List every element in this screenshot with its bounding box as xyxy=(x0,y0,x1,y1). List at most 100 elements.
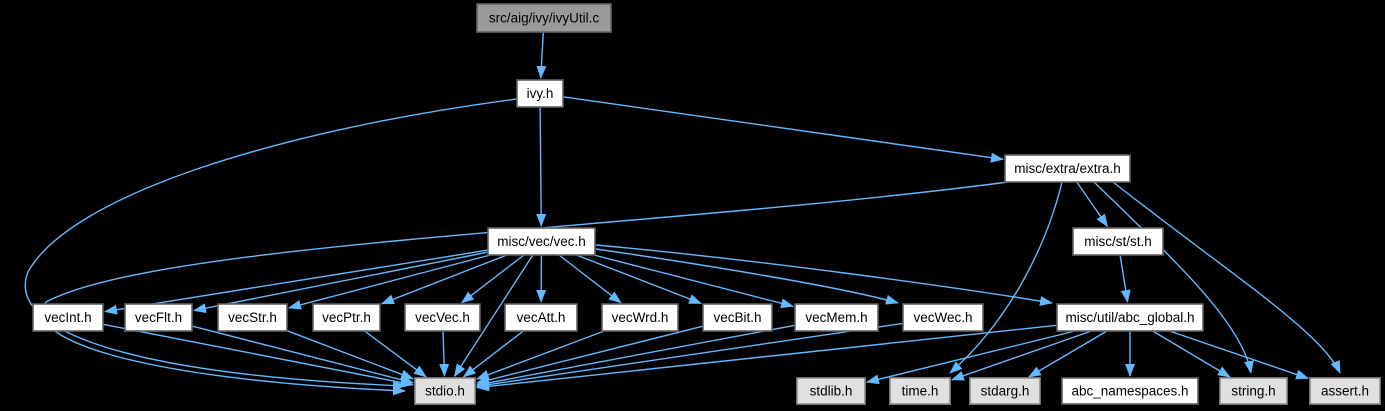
node-string[interactable]: string.h xyxy=(1219,377,1288,405)
node-assert[interactable]: assert.h xyxy=(1309,377,1381,405)
node-label-vecwec: vecWec.h xyxy=(913,310,972,325)
node-vecmem[interactable]: vecMem.h xyxy=(794,303,879,332)
node-box-ivy xyxy=(516,79,564,108)
node-time[interactable]: time.h xyxy=(889,377,951,405)
node-vecflt[interactable]: vecFlt.h xyxy=(124,303,193,332)
edge-ivyutil-ivy xyxy=(536,31,547,79)
node-label-abcglobal: misc/util/abc_global.h xyxy=(1065,310,1194,325)
node-label-stdio: stdio.h xyxy=(425,384,465,399)
edge-vecwrd-stdio xyxy=(475,330,605,380)
edge-abcglobal-assert xyxy=(1169,330,1310,380)
edge-vecbit-stdio xyxy=(475,325,704,385)
edge-abcglobal-stdio xyxy=(476,324,1058,392)
node-box-time xyxy=(889,377,951,405)
node-box-stdio xyxy=(414,377,476,405)
node-label-stdlib: stdlib.h xyxy=(810,384,853,399)
node-label-vecint: vecInt.h xyxy=(44,310,91,325)
edge-abcglobal-time xyxy=(950,330,1092,381)
node-label-extra: misc/extra/extra.h xyxy=(1014,161,1121,176)
node-box-abcglobal xyxy=(1056,303,1204,332)
node-box-vecbit xyxy=(702,303,773,332)
node-label-vecstr: vecStr.h xyxy=(228,310,277,325)
edge-extra-stdio xyxy=(41,181,1009,396)
edge-vec-vecwec xyxy=(595,248,899,305)
node-label-vec: misc/vec/vec.h xyxy=(497,234,586,249)
edge-vec-vecwrd xyxy=(558,254,622,304)
node-vecwrd[interactable]: vecWrd.h xyxy=(601,303,679,332)
node-box-extra xyxy=(1004,154,1131,183)
node-label-vecvec: vecVec.h xyxy=(415,310,470,325)
node-vecbit[interactable]: vecBit.h xyxy=(702,303,773,332)
node-label-vecmem: vecMem.h xyxy=(805,310,867,325)
node-label-abcns: abc_namespaces.h xyxy=(1071,384,1188,399)
edge-ivy-stdio xyxy=(24,98,518,391)
edge-ivy-extra xyxy=(562,96,1004,163)
node-vecvec[interactable]: vecVec.h xyxy=(404,303,481,332)
edge-vecflt-stdio xyxy=(191,325,415,385)
node-box-stdlib xyxy=(796,377,866,405)
node-extra[interactable]: misc/extra/extra.h xyxy=(1004,154,1131,183)
node-box-abcns xyxy=(1061,377,1199,405)
edge-abcglobal-stdarg xyxy=(1027,330,1108,378)
edge-vec-vecmem xyxy=(593,254,795,309)
node-box-vecatt xyxy=(504,303,578,332)
node-box-vecflt xyxy=(124,303,193,332)
edge-vec-vecflt xyxy=(193,251,489,314)
node-label-string: string.h xyxy=(1231,384,1275,399)
edge-vecatt-stdio xyxy=(462,330,524,378)
node-label-vecbit: vecBit.h xyxy=(713,310,761,325)
edge-st-abcglobal xyxy=(1119,254,1131,303)
node-st[interactable]: misc/st/st.h xyxy=(1072,227,1164,256)
node-label-ivy: ivy.h xyxy=(527,86,554,101)
edge-vec-vecint xyxy=(104,249,489,315)
node-label-ivyutil: src/aig/ivy/ivyUtil.c xyxy=(489,11,600,26)
node-box-vec xyxy=(487,227,596,256)
edge-vec-stdio xyxy=(453,254,534,378)
node-box-vecmem xyxy=(794,303,879,332)
node-stdlib[interactable]: stdlib.h xyxy=(796,377,866,405)
node-vecstr[interactable]: vecStr.h xyxy=(217,303,288,332)
node-abcglobal[interactable]: misc/util/abc_global.h xyxy=(1056,303,1204,332)
node-box-vecint xyxy=(32,303,104,332)
node-box-vecwec xyxy=(902,303,984,332)
node-abcns[interactable]: abc_namespaces.h xyxy=(1061,377,1199,405)
node-vecptr[interactable]: vecPtr.h xyxy=(312,303,381,332)
edge-vecwec-stdio xyxy=(476,322,904,390)
node-label-vecwrd: vecWrd.h xyxy=(612,310,669,325)
node-label-vecptr: vecPtr.h xyxy=(322,310,371,325)
node-box-vecvec xyxy=(404,303,481,332)
edge-abcglobal-string xyxy=(1152,330,1231,378)
node-box-ivyutil xyxy=(476,3,612,33)
node-ivyutil[interactable]: src/aig/ivy/ivyUtil.c xyxy=(476,3,612,33)
node-vecatt[interactable]: vecAtt.h xyxy=(504,303,578,332)
node-vec[interactable]: misc/vec/vec.h xyxy=(487,227,596,256)
node-label-vecflt: vecFlt.h xyxy=(135,310,182,325)
node-label-vecatt: vecAtt.h xyxy=(517,310,566,325)
node-box-vecwrd xyxy=(601,303,679,332)
edge-extra-st xyxy=(1076,181,1109,228)
node-stdarg[interactable]: stdarg.h xyxy=(969,377,1041,405)
node-vecwec[interactable]: vecWec.h xyxy=(902,303,984,332)
edge-ivy-vec xyxy=(536,106,547,227)
edge-vec-vecstr xyxy=(287,254,491,310)
node-box-string xyxy=(1219,377,1288,405)
edge-extra-assert xyxy=(1112,181,1341,374)
node-ivy[interactable]: ivy.h xyxy=(516,79,564,108)
edge-vecptr-stdio xyxy=(364,330,427,378)
node-stdio[interactable]: stdio.h xyxy=(414,377,476,405)
edge-vecvec-stdio xyxy=(439,330,450,377)
node-box-vecptr xyxy=(312,303,381,332)
node-vecint[interactable]: vecInt.h xyxy=(32,303,104,332)
edge-vecint-stdio xyxy=(102,323,414,388)
node-box-assert xyxy=(1309,377,1381,405)
node-label-time: time.h xyxy=(902,384,939,399)
edge-vec-abcglobal xyxy=(595,244,1053,306)
edge-extra-time xyxy=(949,181,1063,374)
node-label-assert: assert.h xyxy=(1321,384,1369,399)
edge-abcglobal-stdlib xyxy=(865,330,1076,385)
edge-vecmem-stdio xyxy=(476,324,796,388)
node-label-st: misc/st/st.h xyxy=(1084,234,1152,249)
edge-vec-vecbit xyxy=(576,254,703,305)
